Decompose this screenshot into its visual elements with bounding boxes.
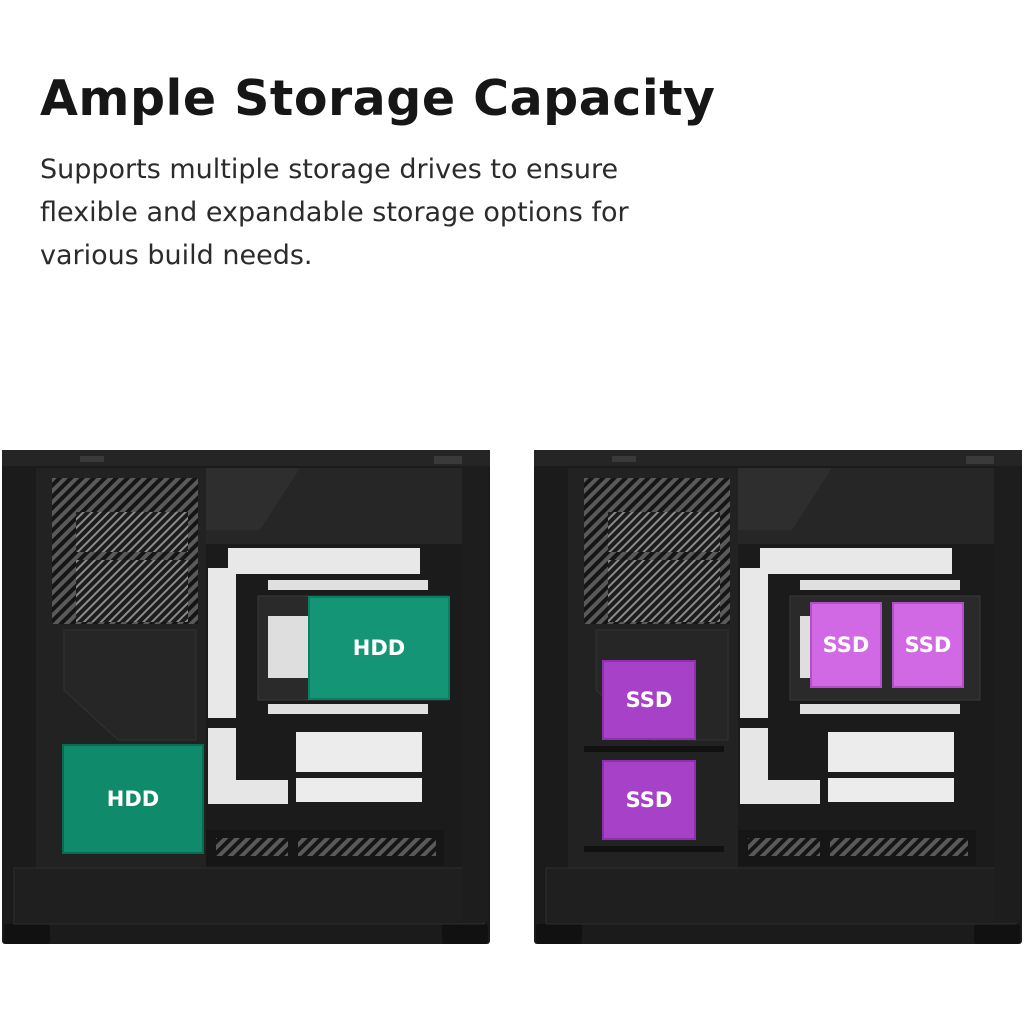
page-description: Supports multiple storage drives to ensu… [40,154,629,271]
page-title: Ample Storage Capacity [40,70,716,127]
ssd-drive-bay-1: SSD [602,660,696,740]
pc-case-left: HDD HDD [0,450,492,944]
drive-label: SSD [625,788,673,812]
drive-label: SSD [904,633,952,657]
drive-label: SSD [625,688,673,712]
drive-label: SSD [822,633,870,657]
pc-case-right: SSD SSD SSD SSD [532,450,1024,944]
ssd-drive-tray-2: SSD [892,602,964,688]
drive-label: HDD [106,787,160,811]
pc-case-right-illustration [534,450,1022,944]
ssd-drive-tray-1: SSD [810,602,882,688]
drive-label: HDD [352,636,406,660]
hdd-drive-tray: HDD [308,596,450,700]
ssd-drive-bay-2: SSD [602,760,696,840]
hdd-drive-bottom: HDD [62,744,204,854]
